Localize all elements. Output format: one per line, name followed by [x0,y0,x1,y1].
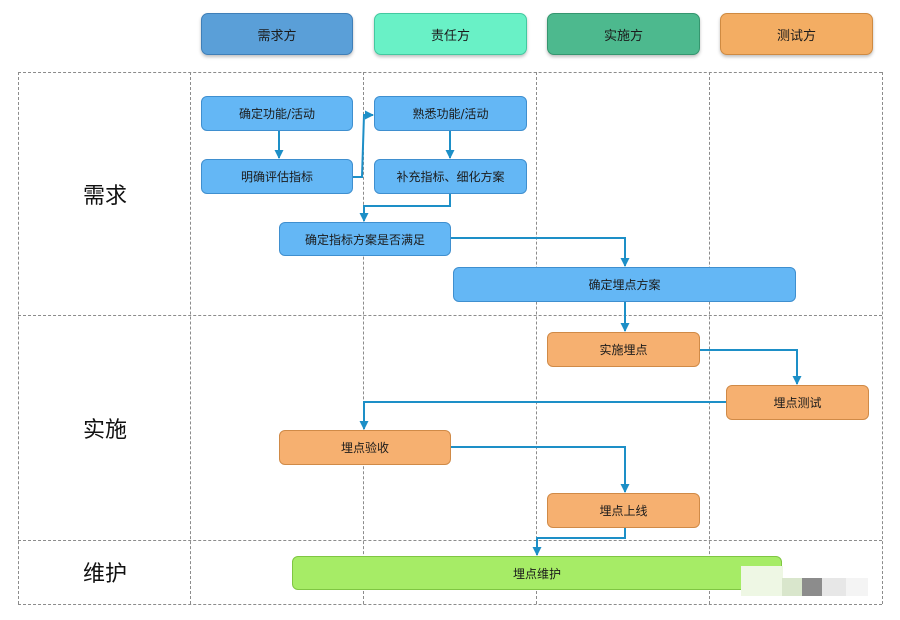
grid-line [190,72,191,604]
step-confirm-satisfied: 确定指标方案是否满足 [279,222,451,256]
row-label-maintenance: 维护 [82,562,127,587]
step-supplement-metrics: 补充指标、细化方案 [374,159,527,194]
grid-line [18,72,882,73]
grid-line [18,540,882,541]
step-confirm-function: 确定功能/活动 [201,96,353,131]
step-familiar-function: 熟悉功能/活动 [374,96,527,131]
step-define-metrics: 明确评估指标 [201,159,353,194]
arrow-deploy-to-maintain [532,528,626,556]
step-implement-tracking: 实施埋点 [547,332,700,367]
arrow-accept-to-deploy [450,446,630,493]
column-header-demand: 需求方 [201,13,353,55]
arrow-test-to-accept [359,401,726,430]
step-deploy-tracking: 埋点上线 [547,493,700,528]
grid-line [709,72,710,604]
step-maintain-tracking: 埋点维护 [292,556,782,590]
row-label-implementation: 实施 [82,417,127,443]
step-confirm-tracking-plan: 确定埋点方案 [453,267,796,302]
arrow-supplement-to-satisfied [359,193,451,222]
grid-line [18,315,882,316]
step-accept-tracking: 埋点验收 [279,430,451,465]
arrow-implement-to-test [700,349,802,385]
grid-line [536,72,537,604]
row-label-demand: 需求 [82,183,127,209]
arrow-satisfied-to-plan [450,237,630,267]
column-header-tester: 测试方 [720,13,873,55]
grid-line [363,72,364,604]
grid-line [18,604,882,605]
column-header-responsible: 责任方 [374,13,527,55]
grid-line [18,72,19,604]
arrow-define-to-familiar [353,110,374,178]
step-test-tracking: 埋点测试 [726,385,869,420]
column-header-implementer: 实施方 [547,13,700,55]
grid-line [882,72,883,604]
